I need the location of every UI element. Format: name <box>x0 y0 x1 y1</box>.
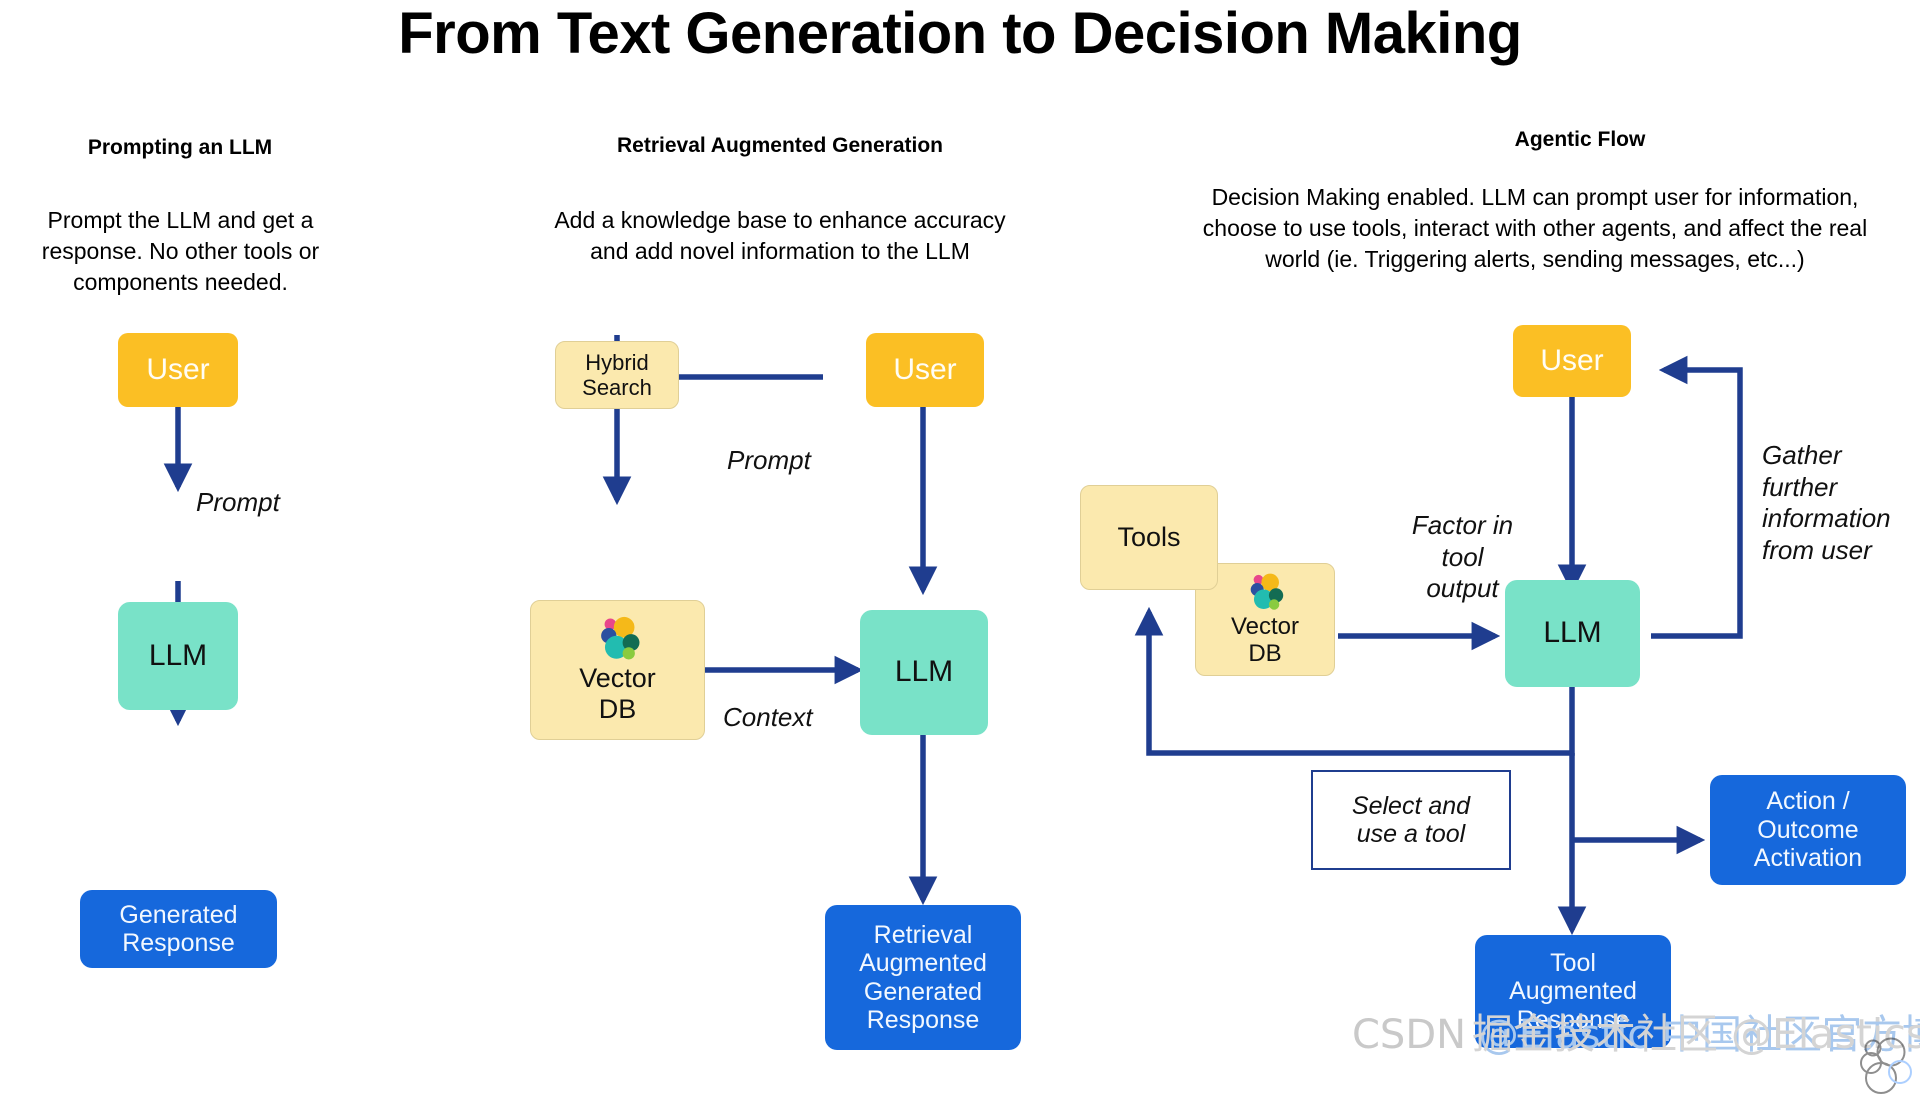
node-label: LLM <box>148 638 208 672</box>
edge-label-context: Context <box>723 702 813 732</box>
node-label-line3: Activation <box>1753 844 1863 873</box>
node-llm-prompting[interactable]: LLM <box>118 602 238 710</box>
node-user-rag[interactable]: User <box>866 333 984 407</box>
node-tool-augmented-response[interactable]: Tool Augmented Response <box>1475 935 1671 1048</box>
node-label-line1: Tool <box>1550 948 1596 977</box>
node-tools[interactable]: Tools <box>1080 485 1218 590</box>
node-label-line1: Generated <box>119 900 238 929</box>
edge-label-line3: output <box>1426 573 1499 604</box>
edge-label-line4: from user <box>1762 535 1872 566</box>
edge-label-prompt-2: Prompt <box>727 445 811 475</box>
node-label-line3: Generated <box>863 977 983 1006</box>
edge-label-line2: tool <box>1441 541 1484 572</box>
column-description-agentic: Decision Making enabled. LLM can prompt … <box>1202 184 1868 273</box>
diagram-canvas: From Text Generation to Decision Making <box>41 1 1920 1094</box>
watermark-elastic-logo-icon <box>1838 1036 1920 1100</box>
edge-label-line3: information <box>1762 503 1891 534</box>
node-llm-rag[interactable]: LLM <box>860 610 988 735</box>
node-label-line3: Response <box>1516 1005 1630 1034</box>
watermark-csdn-prefix: CSDN <box>1352 1012 1479 1058</box>
node-label: User <box>893 352 957 386</box>
edge-label-line1: Gather <box>1762 440 1842 470</box>
node-rag-response[interactable]: Retrieval Augmented Generated Response <box>825 905 1021 1050</box>
node-label-line2: Outcome <box>1757 815 1859 844</box>
node-label-line1: Action / <box>1766 787 1850 816</box>
edge-label-factor-in-tool-output: Factor in tool output <box>1370 510 1555 605</box>
node-user-agentic[interactable]: User <box>1513 325 1631 397</box>
node-label-line1: Select and <box>1351 791 1471 820</box>
node-llm-agentic[interactable]: LLM <box>1505 580 1640 687</box>
column-header-agentic: Agentic Flow <box>1514 128 1646 151</box>
page-title: From Text Generation to Decision Making <box>398 1 1522 66</box>
node-label-line4: Response <box>866 1006 980 1034</box>
node-label-line2: DB <box>1248 640 1282 667</box>
elastic-logo-icon <box>1250 573 1284 610</box>
node-label-line2: Augmented <box>859 949 987 977</box>
node-label-line1: Vector <box>579 663 656 694</box>
node-action-outcome-activation[interactable]: Action / Outcome Activation <box>1710 775 1906 885</box>
column-header-prompting: Prompting an LLM <box>87 136 273 159</box>
edge-label-gather-further-information: Gather further information from user <box>1762 440 1920 567</box>
node-label: User <box>1540 343 1604 377</box>
edge-label-prompt-1: Prompt <box>196 487 280 517</box>
node-user-prompting[interactable]: User <box>118 333 238 407</box>
node-vector-db-rag[interactable]: Vector DB <box>530 600 705 740</box>
node-label-line2: Response <box>122 929 235 957</box>
node-label-line1: Retrieval <box>873 920 973 949</box>
node-label-line2: use a tool <box>1356 820 1466 848</box>
node-label-line2: Augmented <box>1509 977 1637 1006</box>
node-label: LLM <box>1543 616 1602 650</box>
node-hybrid-search[interactable]: Hybrid Search <box>555 341 679 409</box>
node-select-and-use-a-tool[interactable]: Select and use a tool <box>1311 770 1511 870</box>
column-description-prompting: Prompt the LLM and get a response. No ot… <box>41 207 320 296</box>
node-label: Tools <box>1117 522 1181 553</box>
elastic-logo-icon <box>600 617 639 660</box>
node-generated-response[interactable]: Generated Response <box>80 890 277 968</box>
node-label-line2: DB <box>598 694 637 724</box>
node-label-line1: Hybrid <box>585 349 649 375</box>
node-label: LLM <box>894 655 954 689</box>
node-label-line1: Vector <box>1230 612 1300 640</box>
column-description-rag: Add a knowledge base to enhance accuracy… <box>554 207 1006 265</box>
node-label: User <box>146 352 210 386</box>
column-header-rag: Retrieval Augmented Generation <box>617 134 943 157</box>
node-label-line2: Search <box>582 375 652 400</box>
edge-label-line2: further <box>1762 471 1838 502</box>
edge-label-line1: Factor in <box>1411 510 1514 540</box>
